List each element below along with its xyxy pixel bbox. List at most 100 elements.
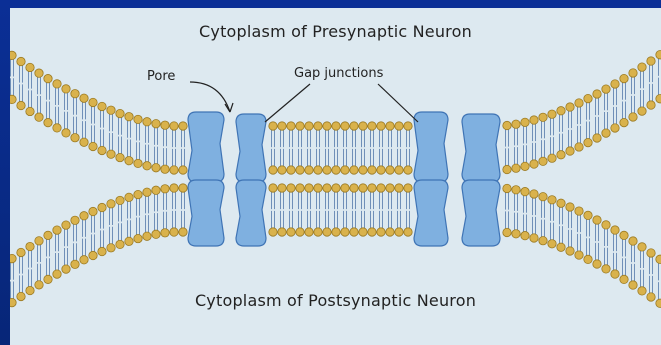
lipid-head	[179, 228, 187, 236]
lipid-head	[152, 164, 160, 172]
lipid-head	[10, 95, 16, 103]
lipid-head	[323, 184, 331, 192]
lipid-head	[107, 244, 115, 252]
lipid-head	[350, 184, 358, 192]
lipid-head	[584, 94, 592, 102]
lipid-head	[593, 134, 601, 142]
lipid-head	[395, 122, 403, 130]
lipid-head	[602, 265, 610, 273]
lipid-head	[557, 199, 565, 207]
lipid-head	[269, 228, 277, 236]
lipid-head	[404, 184, 412, 192]
lipid-head	[53, 270, 61, 278]
lipid-head	[566, 247, 574, 255]
lipid-head	[602, 129, 610, 137]
lipid-head	[638, 107, 646, 115]
lipid-head	[296, 166, 304, 174]
lipid-head	[305, 166, 313, 174]
lipid-head	[557, 151, 565, 159]
lipid-head	[98, 146, 106, 154]
lipid-head	[530, 234, 538, 242]
lipid-head	[305, 122, 313, 130]
lipid-head	[539, 193, 547, 201]
lipid-head	[575, 99, 583, 107]
lipid-head	[80, 94, 88, 102]
lipid-head	[584, 138, 592, 146]
lipid-head	[386, 184, 394, 192]
lipid-head	[269, 184, 277, 192]
lipid-head	[638, 63, 646, 71]
lipid-head	[332, 228, 340, 236]
lipid-head	[98, 102, 106, 110]
lipid-head	[503, 121, 511, 129]
lipid-head	[359, 166, 367, 174]
lipid-head	[179, 184, 187, 192]
lipid-head	[17, 101, 25, 109]
lipid-head	[368, 166, 376, 174]
connexon-presynaptic-left-a	[188, 112, 224, 182]
lipid-head	[107, 150, 115, 158]
lipid-head	[314, 122, 322, 130]
lipid-head	[314, 228, 322, 236]
lipid-head	[539, 113, 547, 121]
lipid-head	[80, 256, 88, 264]
lipid-head	[611, 80, 619, 88]
lipid-head	[98, 203, 106, 211]
connexon-postsynaptic-right-b	[462, 180, 500, 246]
lipid-head	[71, 216, 79, 224]
lipid-head	[386, 122, 394, 130]
lipid-head	[35, 69, 43, 77]
lipid-head	[548, 154, 556, 162]
lipid-head	[296, 122, 304, 130]
lipid-head	[278, 228, 286, 236]
gap-junction-pointer-left	[265, 84, 310, 122]
lipid-head	[395, 228, 403, 236]
lipid-head	[566, 103, 574, 111]
lipid-head	[611, 270, 619, 278]
lipid-head	[107, 106, 115, 114]
lipid-head	[134, 234, 142, 242]
lipid-head	[35, 113, 43, 121]
lipid-head	[341, 184, 349, 192]
lipid-head	[287, 166, 295, 174]
lipid-head	[647, 101, 655, 109]
lipid-head	[269, 122, 277, 130]
lipid-head	[89, 251, 97, 259]
lipid-head	[629, 281, 637, 289]
lipid-head	[89, 98, 97, 106]
lipid-head	[332, 184, 340, 192]
lipid-head	[593, 90, 601, 98]
lipid-head	[143, 188, 151, 196]
lipid-head	[512, 164, 520, 172]
lipid-head	[179, 166, 187, 174]
lipid-head	[332, 166, 340, 174]
lipid-head	[98, 247, 106, 255]
lipid-head	[287, 228, 295, 236]
lipid-head	[359, 122, 367, 130]
lipid-head	[575, 207, 583, 215]
lipid-head	[521, 187, 529, 195]
lipid-head	[278, 166, 286, 174]
lipid-head	[116, 109, 124, 117]
lipid-head	[116, 240, 124, 248]
lipid-head	[557, 107, 565, 115]
lipid-head	[62, 265, 70, 273]
lipid-head	[80, 138, 88, 146]
lipid-head	[629, 237, 637, 245]
lipid-head	[80, 212, 88, 220]
lipid-head	[377, 122, 385, 130]
lipid-head	[611, 226, 619, 234]
lipid-head	[170, 228, 178, 236]
connexon-postsynaptic-left-b	[236, 180, 266, 246]
lipid-head	[53, 80, 61, 88]
connexon-postsynaptic-right-a	[414, 180, 448, 246]
lipid-head	[107, 200, 115, 208]
lipid-head	[143, 232, 151, 240]
lipid-head	[368, 122, 376, 130]
lipid-head	[269, 166, 277, 174]
lipid-head	[377, 166, 385, 174]
lipid-head	[161, 229, 169, 237]
lipid-head	[350, 166, 358, 174]
lipid-head	[116, 153, 124, 161]
lipid-head	[170, 166, 178, 174]
